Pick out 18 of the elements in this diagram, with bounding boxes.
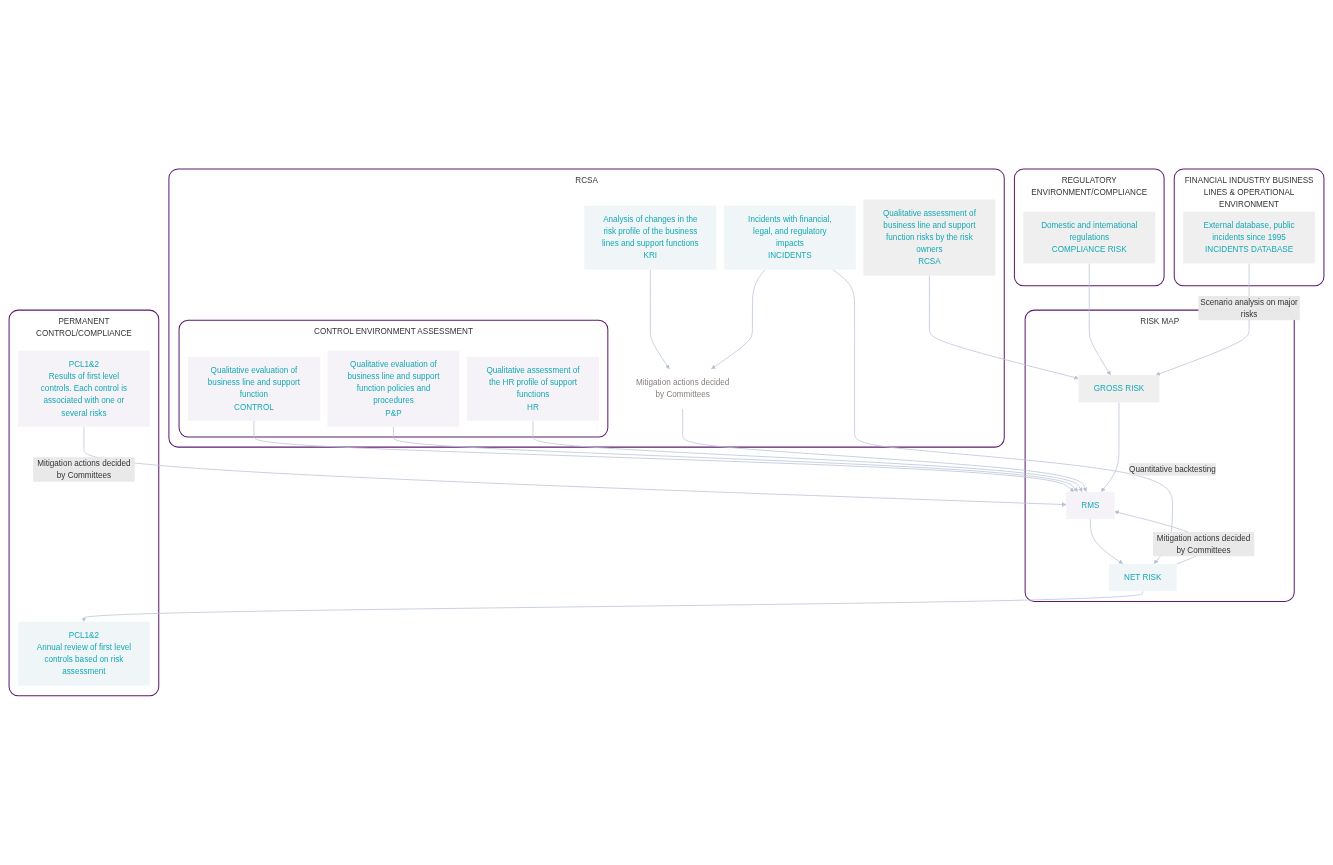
edge-label: Quantitative backtesting — [1129, 464, 1216, 474]
node-box: Qualitative evaluation of business line and support function policies and procedures P&P — [327, 350, 460, 427]
node-box: Qualitative evaluation of business line and support function CONTROL — [187, 356, 320, 421]
node-box: Qualitative assessment of business line and support function risks by the risk owners RCSA — [863, 199, 996, 276]
edge-label: Scenario analysis on major risks — [1200, 297, 1298, 319]
node-box: Analysis of changes in the risk profile of the business lines and support functions KRI — [584, 205, 717, 270]
node-box: NET RISK — [1108, 563, 1177, 592]
node-box: PCL1&2 Results of first level controls. Each control is associated with one or several risks — [17, 350, 150, 427]
node-box: GROSS RISK — [1078, 375, 1160, 403]
node-text: Mitigation actions decided by Committees — [635, 378, 730, 399]
node-box: Qualitative assessment of the HR profile of support functions HR — [467, 356, 599, 421]
node-box: PCL1&2 Annual review of first level controls based on risk assessment — [17, 621, 150, 686]
edge-label: Mitigation actions decided by Committees — [1156, 533, 1251, 555]
node-box: External database, public incidents since 1995 INCIDENTS DATABASE — [1183, 211, 1316, 264]
node-box: Incidents with financial, legal, and regulatory impacts INCIDENTS — [723, 205, 856, 270]
node-box: Domestic and international regulations COMPLIANCE RISK — [1023, 211, 1156, 264]
edge-label: Mitigation actions decided by Committees — [37, 458, 131, 480]
node-box: RMS — [1066, 491, 1115, 520]
